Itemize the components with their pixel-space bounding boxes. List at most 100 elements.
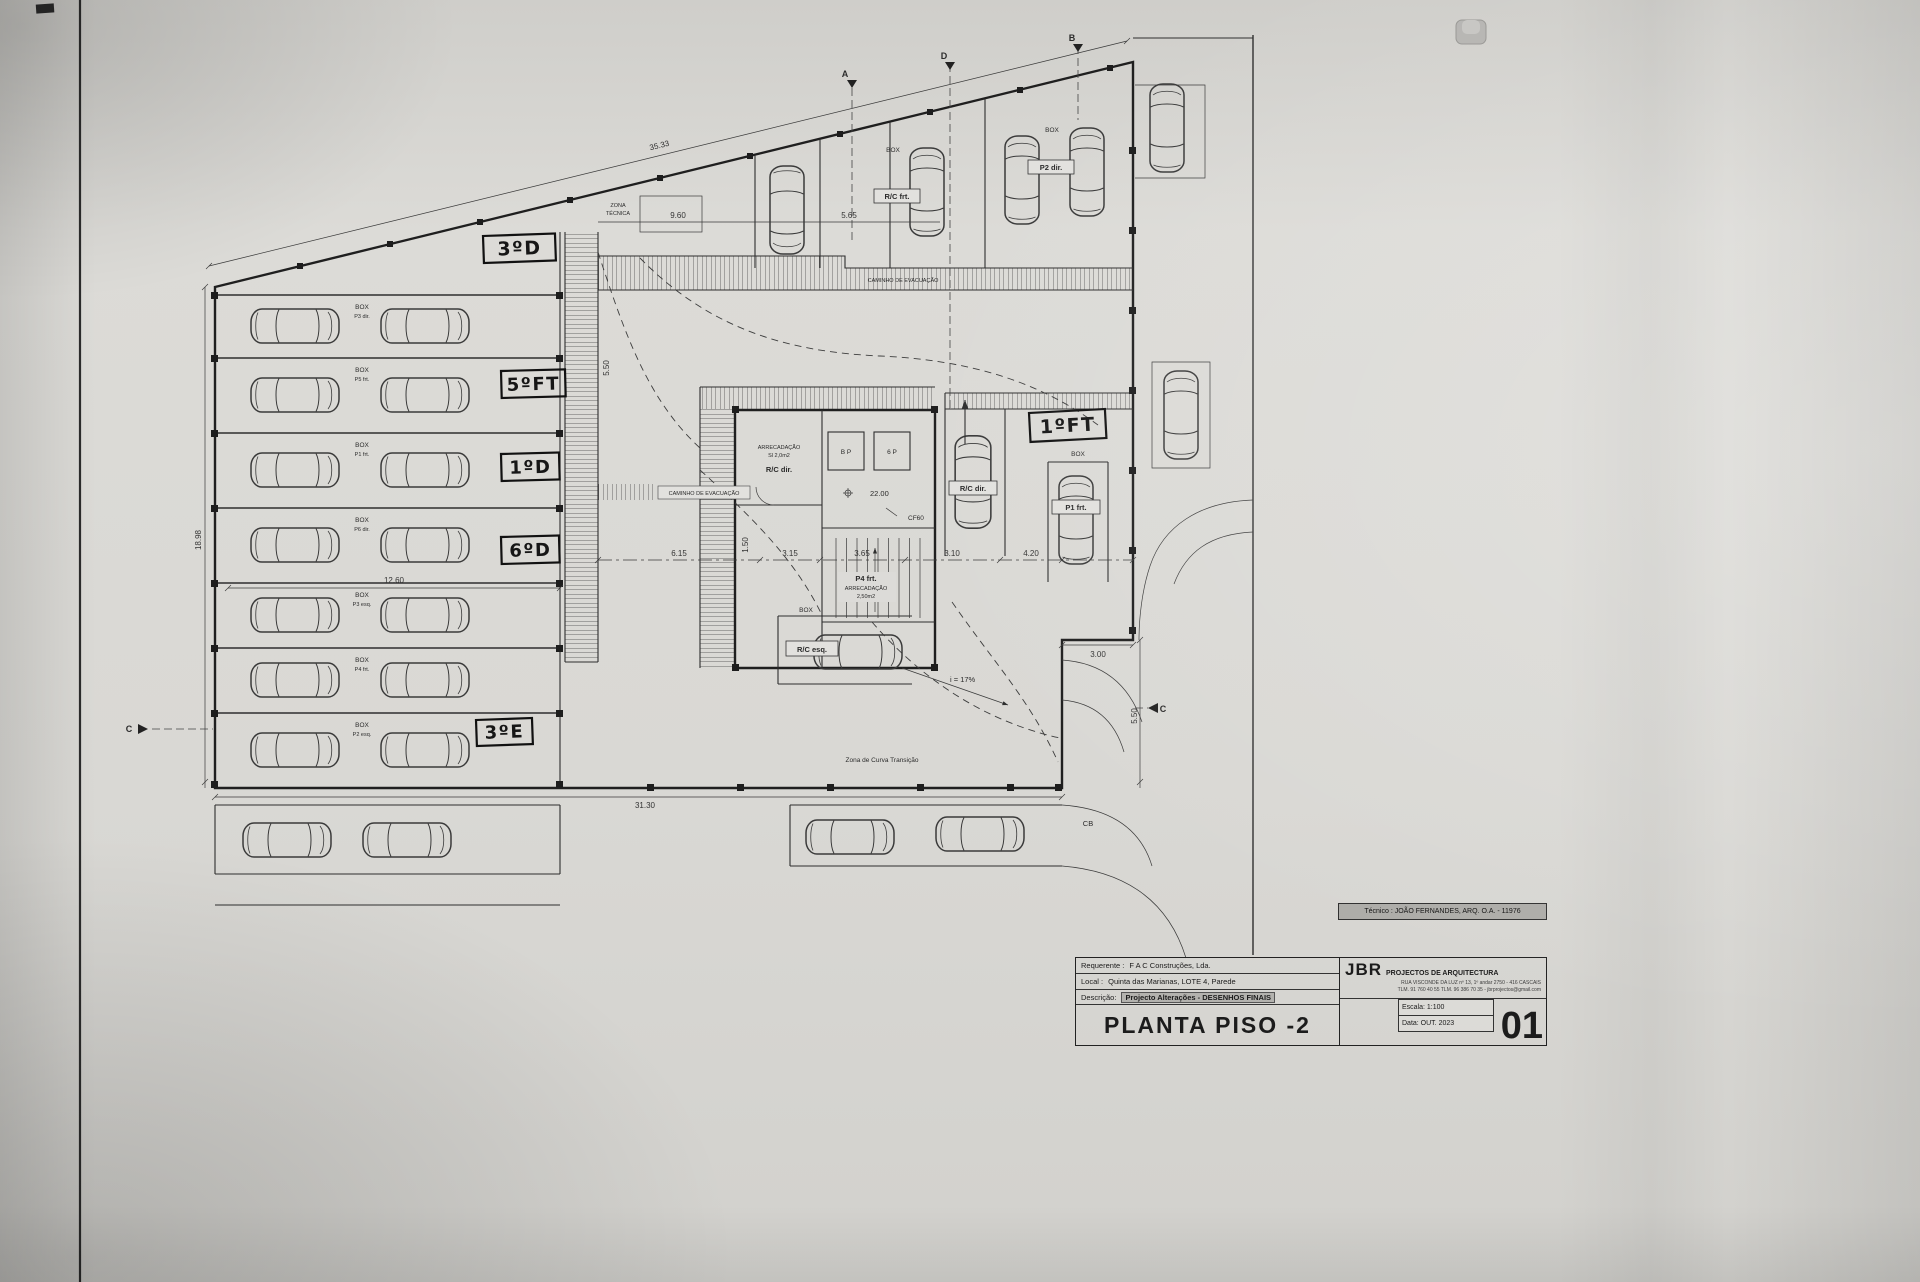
tecnico-text: Técnico : JOÃO FERNANDES, ARQ. O.A. - 11… <box>1364 908 1521 915</box>
box-label: BOX <box>355 517 369 524</box>
meta-block: Escala: 1:100 Data: OUT. 2023 01 <box>1340 999 1546 1047</box>
title-block: Requerente : F A C Construções, Lda. Loc… <box>1075 957 1547 1047</box>
box-code-label: P6 dir. <box>354 527 370 533</box>
local-row: Local : Quinta das Marianas, LOTE 4, Par… <box>1076 974 1339 990</box>
dim-label: 3.00 <box>1090 650 1106 659</box>
exit-ramp-curves <box>1061 659 1143 753</box>
firm-address-line2: TLM. 91 760 40 55 TLM. 96 386 70 35 - jb… <box>1397 987 1541 993</box>
label-box <box>948 480 998 496</box>
core-top-hatch <box>700 387 935 409</box>
handwritten-text: 5ºFT <box>506 373 560 395</box>
level-label: 22.00 <box>870 489 889 498</box>
dim-label: 35.33 <box>649 139 671 153</box>
car-icon <box>769 165 805 255</box>
car-icon <box>935 816 1025 852</box>
box-label: BOX <box>799 607 813 614</box>
dim-label: 5.50 <box>602 360 611 376</box>
car-icon <box>380 527 470 563</box>
rc-esq-box-walls <box>777 615 912 685</box>
firm-logo: JBR <box>1345 960 1383 979</box>
section-marker-a: A <box>842 69 849 79</box>
car-icon <box>250 527 340 563</box>
scale-cell: Escala: 1:100 <box>1398 999 1494 1016</box>
car-icon <box>250 662 340 698</box>
section-markers: A D B C C CB <box>126 33 1167 828</box>
evac-label-hatch <box>598 484 656 500</box>
p4-frt-label: P4 frt. <box>855 574 876 583</box>
p1-bay-walls <box>1047 461 1109 582</box>
box-label: BOX <box>355 722 369 729</box>
box-label: BOX <box>886 147 900 154</box>
dim-label: 9.60 <box>670 211 686 220</box>
box-code-label: P2 esq. <box>353 732 372 738</box>
hatched-areas <box>565 232 1133 668</box>
box-code-label: P4 frt. <box>355 667 370 673</box>
car-icon <box>250 377 340 413</box>
box-label: BOX <box>355 367 369 374</box>
tecnico-bar: Técnico : JOÃO FERNANDES, ARQ. O.A. - 11… <box>1338 903 1547 920</box>
date-cell: Data: OUT. 2023 <box>1398 1016 1494 1032</box>
dim-label: 6.15 <box>671 549 687 558</box>
plan-labels: ZONA TÉCNICA CAMINHO DE EVACUAÇÃO CAMINH… <box>353 127 1101 764</box>
section-marker-b: B <box>1069 33 1076 43</box>
descricao-row: Descrição: Projecto Alterações - DESENHO… <box>1076 990 1339 1005</box>
requerente-label: Requerente : <box>1081 961 1125 970</box>
car-icon <box>1163 370 1199 460</box>
car-icon <box>250 308 340 344</box>
rc-esq-label: R/C esq. <box>797 645 827 654</box>
section-marker-cb: CB <box>1083 819 1093 828</box>
upper-corridor-hatch <box>598 256 845 290</box>
sheet-number: 01 <box>1500 1005 1543 1047</box>
box-code-label: P3 esq. <box>353 602 372 608</box>
rc-dir-bay-walls <box>944 392 1133 556</box>
handwritten-text: 3ºD <box>497 237 542 261</box>
dim-label: 5.50 <box>1130 708 1139 724</box>
dim-label: 31.30 <box>635 801 656 810</box>
handwritten-annotations: 3ºD 5ºFT 1ºD 6ºD 3ºE 1ºFT <box>474 232 1108 748</box>
zona-tecnica-label: TÉCNICA <box>606 210 630 217</box>
door-arc <box>755 486 775 506</box>
section-lines-c <box>152 707 1148 730</box>
box-code-label: P5 frt. <box>355 377 370 383</box>
car-icon <box>250 597 340 633</box>
car-icon <box>250 452 340 488</box>
box-label: BOX <box>355 304 369 311</box>
car-icon <box>380 452 470 488</box>
p1-frt-label: P1 frt. <box>1065 503 1086 512</box>
firm-address-line1: RUA VISCONDE DA LUZ nº 13, 1º andar 2750… <box>1401 980 1541 986</box>
core-hatch-border <box>699 386 935 668</box>
top-bay-walls <box>754 99 986 268</box>
dim-label: 4.20 <box>1023 549 1039 558</box>
box-label: BOX <box>355 442 369 449</box>
p2-dir-label: P2 dir. <box>1040 163 1063 172</box>
car-icon <box>1069 127 1105 217</box>
requerente-value: F A C Construções, Lda. <box>1129 961 1211 970</box>
arrecadacao-label: ARRECADAÇÃO <box>845 585 888 592</box>
car-icon <box>380 662 470 698</box>
street-parking-right <box>789 804 1062 867</box>
evac-label: CAMINHO DE EVACUAÇÃO <box>868 277 940 284</box>
box-label: BOX <box>355 592 369 599</box>
street-curves-right <box>1138 499 1254 641</box>
handwritten-note: 3ºE <box>474 716 535 748</box>
ramp-hatch <box>565 232 598 662</box>
box-code-label: P1 frt. <box>355 452 370 458</box>
label-box <box>873 188 921 204</box>
handwritten-note: 5ºFT <box>499 368 567 400</box>
firm-header: JBR PROJECTOS DE ARQUITECTURA <box>1345 960 1541 980</box>
handwritten-note: 1ºFT <box>1027 407 1108 444</box>
box-code-label: P3 dir. <box>354 314 370 320</box>
paper-clip <box>1455 19 1487 45</box>
car-icon <box>805 819 895 855</box>
label-box <box>1051 499 1101 515</box>
label-backing <box>838 572 896 602</box>
curve-note-label: Zona de Curva Transição <box>846 757 919 764</box>
section-marker-d: D <box>941 51 948 61</box>
arrecadacao-area-label: Sl 2,0m2 <box>768 453 790 459</box>
label-box <box>1027 159 1075 175</box>
handwritten-text: 1ºD <box>509 457 552 479</box>
car-icon <box>380 732 470 768</box>
firm-block: JBR PROJECTOS DE ARQUITECTURA RUA VISCON… <box>1340 958 1546 999</box>
